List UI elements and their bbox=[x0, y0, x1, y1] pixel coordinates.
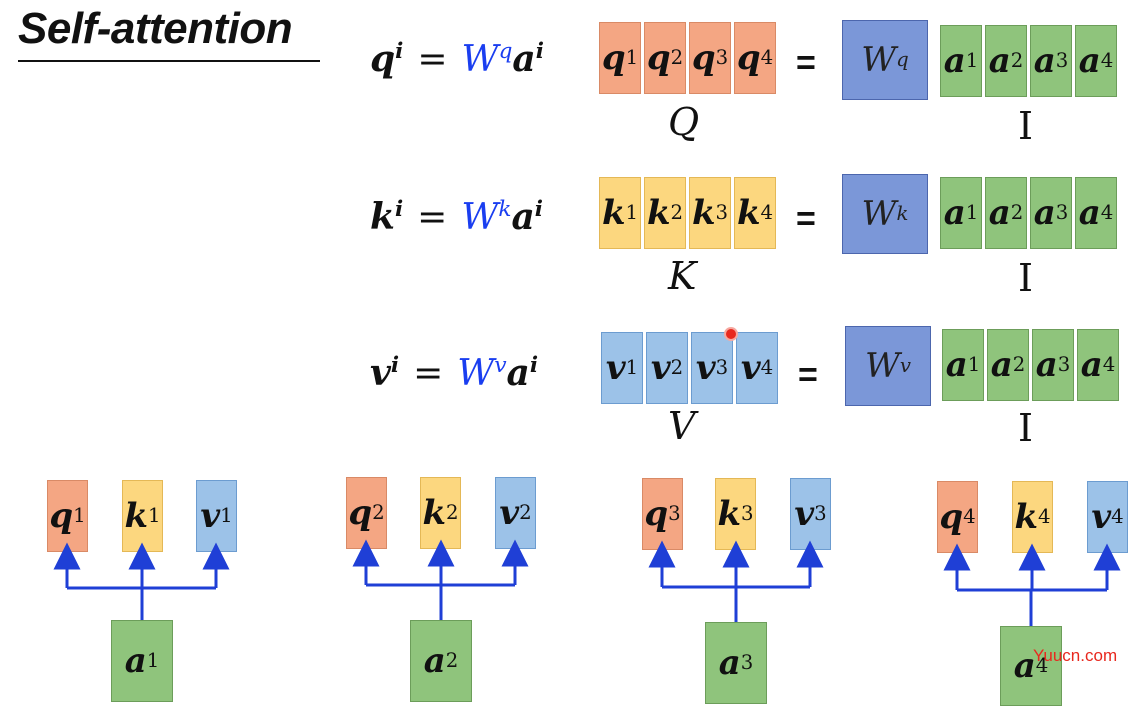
eq-query-weight: W bbox=[461, 39, 499, 80]
eq-key-weight-sup: k bbox=[498, 197, 512, 223]
eq-value-lhs-sup: i bbox=[390, 353, 400, 379]
eq-value-lhs: v bbox=[370, 352, 391, 394]
slide-title: Self-attention bbox=[18, 4, 293, 53]
eq-key-rhs-sup: i bbox=[534, 197, 543, 223]
equation-key: ki=Wkai bbox=[370, 196, 543, 238]
eq-value-weight: W bbox=[457, 353, 495, 394]
equation-query: qi=Wqai bbox=[370, 38, 544, 80]
title-underline bbox=[18, 60, 320, 62]
eq-query-lhs-sup: i bbox=[395, 39, 404, 65]
equals-sign-k: = bbox=[796, 200, 816, 238]
matrix-k-label: K bbox=[668, 254, 697, 298]
group1-arrows bbox=[53, 542, 230, 620]
equation-value: vi=Wvai bbox=[370, 352, 538, 394]
eq-value-rhs: a bbox=[506, 352, 530, 394]
equals-sign-v: = bbox=[798, 356, 818, 394]
matrix-q-label: Q bbox=[668, 100, 700, 144]
eq-key-lhs-sup: i bbox=[394, 197, 404, 223]
eq-value-rhs-sup: i bbox=[529, 353, 539, 379]
input-row1-label: I bbox=[1018, 104, 1034, 148]
group2-arrows bbox=[352, 539, 529, 620]
eq-query-rhs: a bbox=[512, 38, 536, 80]
eq-query-equals: = bbox=[417, 39, 448, 80]
eq-key-lhs: k bbox=[370, 196, 395, 238]
eq-query-weight-sup: q bbox=[498, 39, 513, 65]
eq-query-rhs-sup: i bbox=[535, 39, 544, 65]
eq-key-weight: W bbox=[461, 197, 499, 238]
eq-value-weight-sup: v bbox=[494, 353, 507, 379]
matrix-v-label: V bbox=[668, 404, 696, 448]
eq-key-equals: = bbox=[417, 197, 448, 238]
eq-value-equals: = bbox=[413, 353, 444, 394]
equals-sign-q: = bbox=[796, 44, 816, 82]
group3-arrows bbox=[648, 540, 824, 622]
input-row2-label: I bbox=[1018, 256, 1034, 300]
group4-arrows bbox=[943, 543, 1121, 626]
eq-key-rhs: a bbox=[511, 196, 535, 238]
laser-pointer bbox=[724, 327, 738, 341]
input-row3-label: I bbox=[1018, 406, 1034, 450]
eq-query-lhs: q bbox=[370, 38, 396, 80]
watermark: Yuucn.com bbox=[1033, 646, 1118, 665]
